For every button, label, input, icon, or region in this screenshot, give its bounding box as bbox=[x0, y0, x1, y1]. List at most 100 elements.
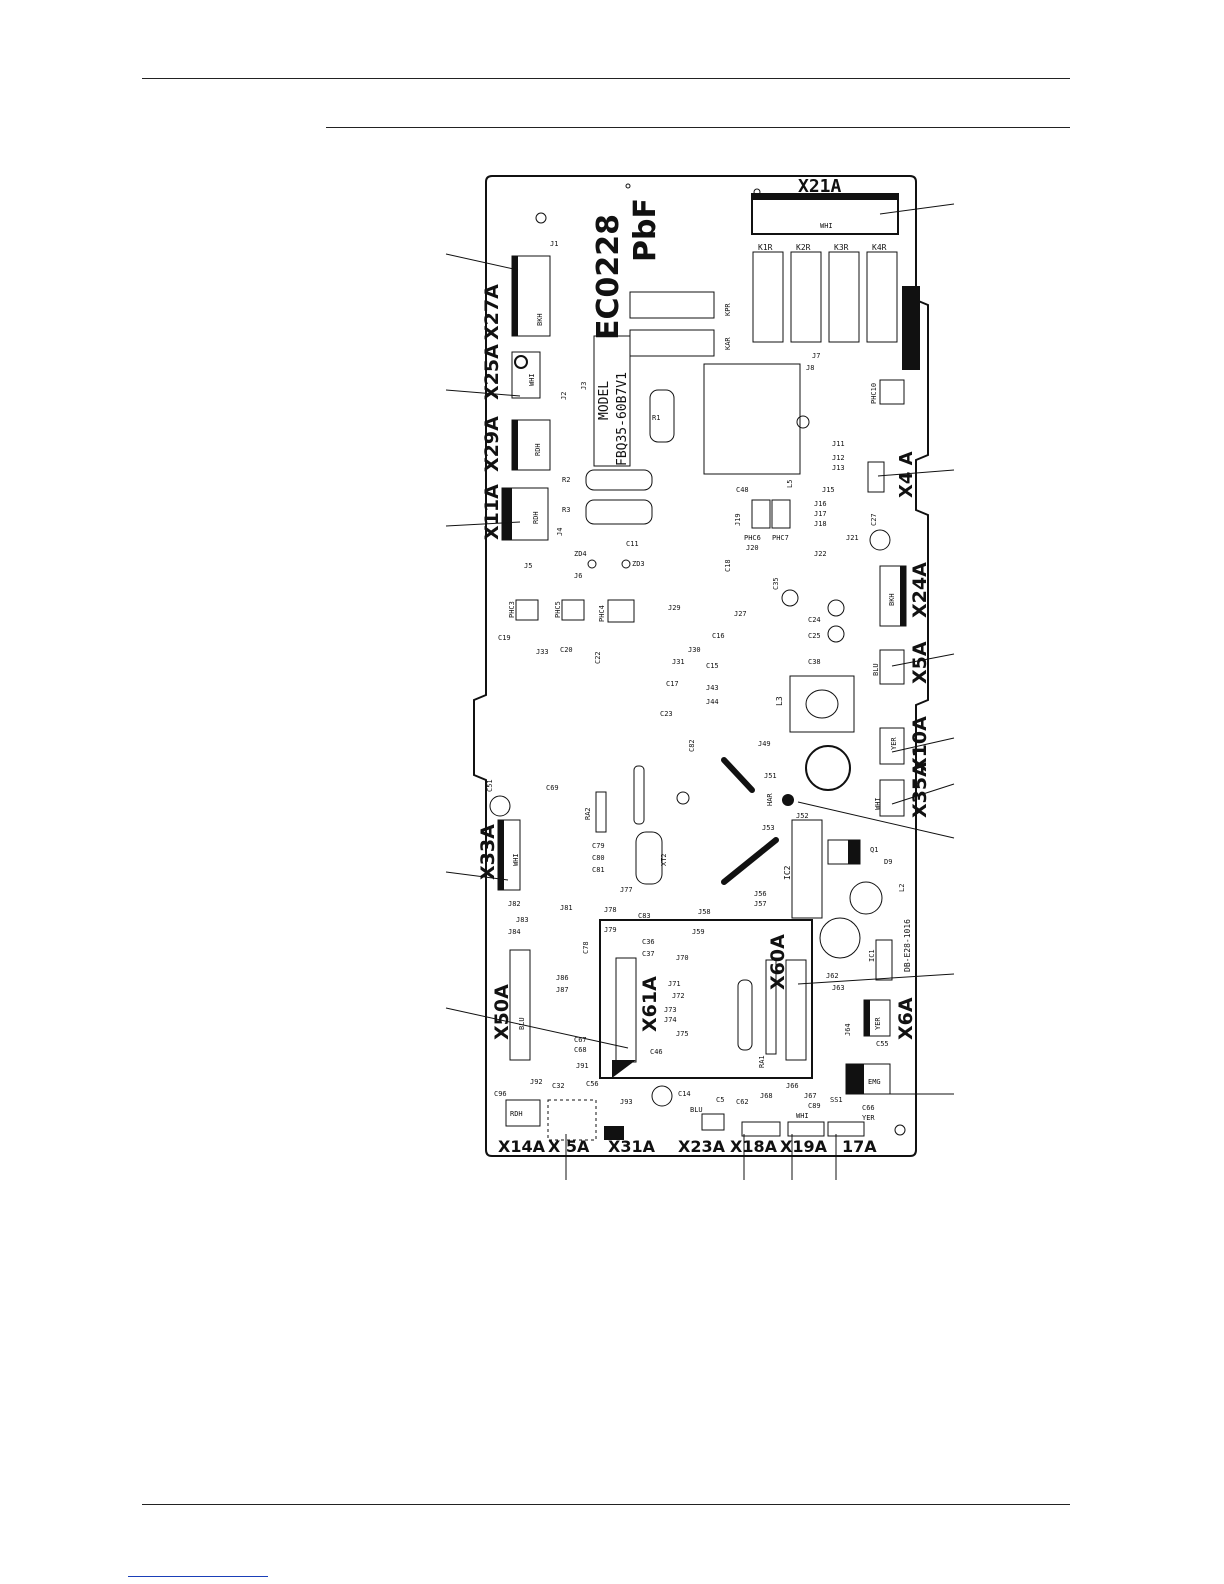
component-label: KAR bbox=[724, 337, 732, 350]
component-label: C24 bbox=[808, 616, 821, 624]
connector-x24a-group: X24A bbox=[879, 562, 931, 627]
component-label: C27 bbox=[870, 513, 878, 526]
capacitor-label: C56 bbox=[586, 1080, 599, 1088]
jumper-label: J33 bbox=[536, 648, 549, 656]
capacitor-label: C67 bbox=[574, 1036, 587, 1044]
board-print-code: DB-E28-1016 bbox=[903, 919, 912, 972]
capacitor-label: C62 bbox=[736, 1098, 749, 1106]
jumper-label: J2 bbox=[560, 392, 568, 400]
capacitor-label: C68 bbox=[574, 1046, 587, 1054]
component-label: ZD4 bbox=[574, 550, 587, 558]
photocoupler-phc3 bbox=[515, 599, 539, 621]
connector-label-x24a: X24A bbox=[909, 562, 931, 618]
connector-label-x23a: X23A bbox=[678, 1137, 726, 1156]
board-outline bbox=[473, 175, 929, 1157]
connector-label-x33a: X33A bbox=[477, 824, 499, 880]
jumper-label: J21 bbox=[846, 534, 859, 542]
connector-x15a bbox=[547, 1099, 597, 1141]
capacitor-label: C36 bbox=[642, 938, 655, 946]
jumper-label: J58 bbox=[698, 908, 711, 916]
header-rule-bottom bbox=[326, 127, 1070, 128]
capacitor-label: C96 bbox=[494, 1090, 507, 1098]
jumper-label: J15 bbox=[822, 486, 835, 494]
power-module bbox=[703, 363, 801, 475]
capacitor-c25 bbox=[827, 625, 845, 643]
wire-code-label: BLU bbox=[872, 663, 880, 676]
capacitor-label: C23 bbox=[660, 710, 673, 718]
wire-code-label: YER bbox=[890, 737, 898, 750]
jumper-label: J30 bbox=[688, 646, 701, 654]
wire-code-label: BLU bbox=[518, 1017, 526, 1030]
connector-x27a-strip bbox=[512, 256, 518, 336]
heatsink-strip bbox=[902, 286, 920, 370]
capacitor-label: C48 bbox=[736, 486, 749, 494]
connector-x10a-group: X10A bbox=[879, 716, 931, 772]
connector-label-x6a: X6A bbox=[895, 997, 917, 1040]
jumper-label: J22 bbox=[814, 550, 827, 558]
jumper-label: J27 bbox=[734, 610, 747, 618]
component-label: RA1 bbox=[758, 1055, 766, 1068]
footer-link-underline bbox=[128, 1576, 268, 1577]
jumper-label: J51 bbox=[764, 772, 777, 780]
capacitor-label: C14 bbox=[678, 1090, 691, 1098]
connector-label-x60a: X60A bbox=[767, 934, 789, 990]
zener-zd3 bbox=[621, 559, 631, 569]
jumper-label: J75 bbox=[676, 1030, 689, 1038]
capacitor-label: C18 bbox=[724, 559, 732, 572]
connector-x4a bbox=[867, 461, 885, 493]
callout-leaders bbox=[445, 203, 955, 1180]
connector-x27a-group: X27A bbox=[481, 255, 551, 340]
jumper-label: J43 bbox=[706, 684, 719, 692]
connector-x25a-group: X25A bbox=[481, 344, 541, 400]
capacitor-label: C80 bbox=[592, 854, 605, 862]
capacitor-l2 bbox=[849, 881, 883, 915]
ic-chip bbox=[629, 291, 715, 319]
connector-label-x14a: X14A bbox=[498, 1137, 546, 1156]
callout-leader bbox=[877, 469, 955, 477]
capacitor-label: C20 bbox=[560, 646, 573, 654]
jumper-label: J12 bbox=[832, 454, 845, 462]
connector-x4a-group: X4 A bbox=[867, 451, 917, 498]
capacitor-c51 bbox=[489, 795, 511, 817]
board-part-number: EC0228 bbox=[591, 214, 626, 340]
jumper-label: J92 bbox=[530, 1078, 543, 1086]
board-model-label: MODEL bbox=[597, 381, 612, 420]
switch-label-emg: EMG bbox=[868, 1078, 881, 1086]
connector-x29a-strip bbox=[512, 420, 518, 470]
connector-x5a bbox=[879, 649, 905, 685]
jumper-label: J73 bbox=[664, 1006, 677, 1014]
wire-code-label: WHI bbox=[796, 1112, 809, 1120]
wire-code-label: BLU bbox=[690, 1106, 703, 1114]
wire-code-label: WHI bbox=[528, 373, 536, 386]
capacitor-labels: C15 C16 C17 C18 C19 C20 C22 C23 C36 C37 … bbox=[486, 480, 906, 1112]
resistor-r2 bbox=[585, 469, 653, 491]
mounting-hole-right bbox=[894, 1124, 906, 1136]
photocoupler-label: PHC7 bbox=[772, 534, 789, 542]
component-label: RA2 bbox=[584, 807, 592, 820]
resistor-array-ra1 bbox=[765, 959, 777, 1055]
relay-label: K3R bbox=[834, 243, 849, 252]
capacitor-label: C22 bbox=[594, 651, 602, 664]
wire-code-label: YER bbox=[862, 1114, 875, 1122]
photocoupler-label: PHC4 bbox=[598, 605, 606, 622]
jumper-label: J66 bbox=[786, 1082, 799, 1090]
jumper-label: J16 bbox=[814, 500, 827, 508]
connector-label-x21a: X21A bbox=[798, 176, 842, 197]
connector-x17a bbox=[827, 1121, 865, 1137]
connector-x50a-group: X50A bbox=[491, 949, 531, 1061]
component-label: R2 bbox=[562, 476, 570, 484]
relay-k3r bbox=[828, 251, 860, 343]
jumper-label: J72 bbox=[672, 992, 685, 1000]
jumper-label: J64 bbox=[844, 1023, 852, 1036]
connector-x33a-group: X33A bbox=[477, 819, 521, 891]
wire-code-label: BKH bbox=[888, 593, 896, 606]
callout-leader bbox=[879, 203, 955, 215]
resistor-array bbox=[633, 765, 645, 825]
connector-x5a-group: X5A bbox=[879, 641, 931, 685]
connector-x35a bbox=[879, 779, 905, 817]
callout-leader bbox=[797, 801, 955, 839]
jumper-label: J44 bbox=[706, 698, 719, 706]
connector-x29a-group: X29A bbox=[481, 416, 551, 472]
connector-x19a bbox=[787, 1121, 825, 1137]
capacitor-c35 bbox=[781, 589, 799, 607]
